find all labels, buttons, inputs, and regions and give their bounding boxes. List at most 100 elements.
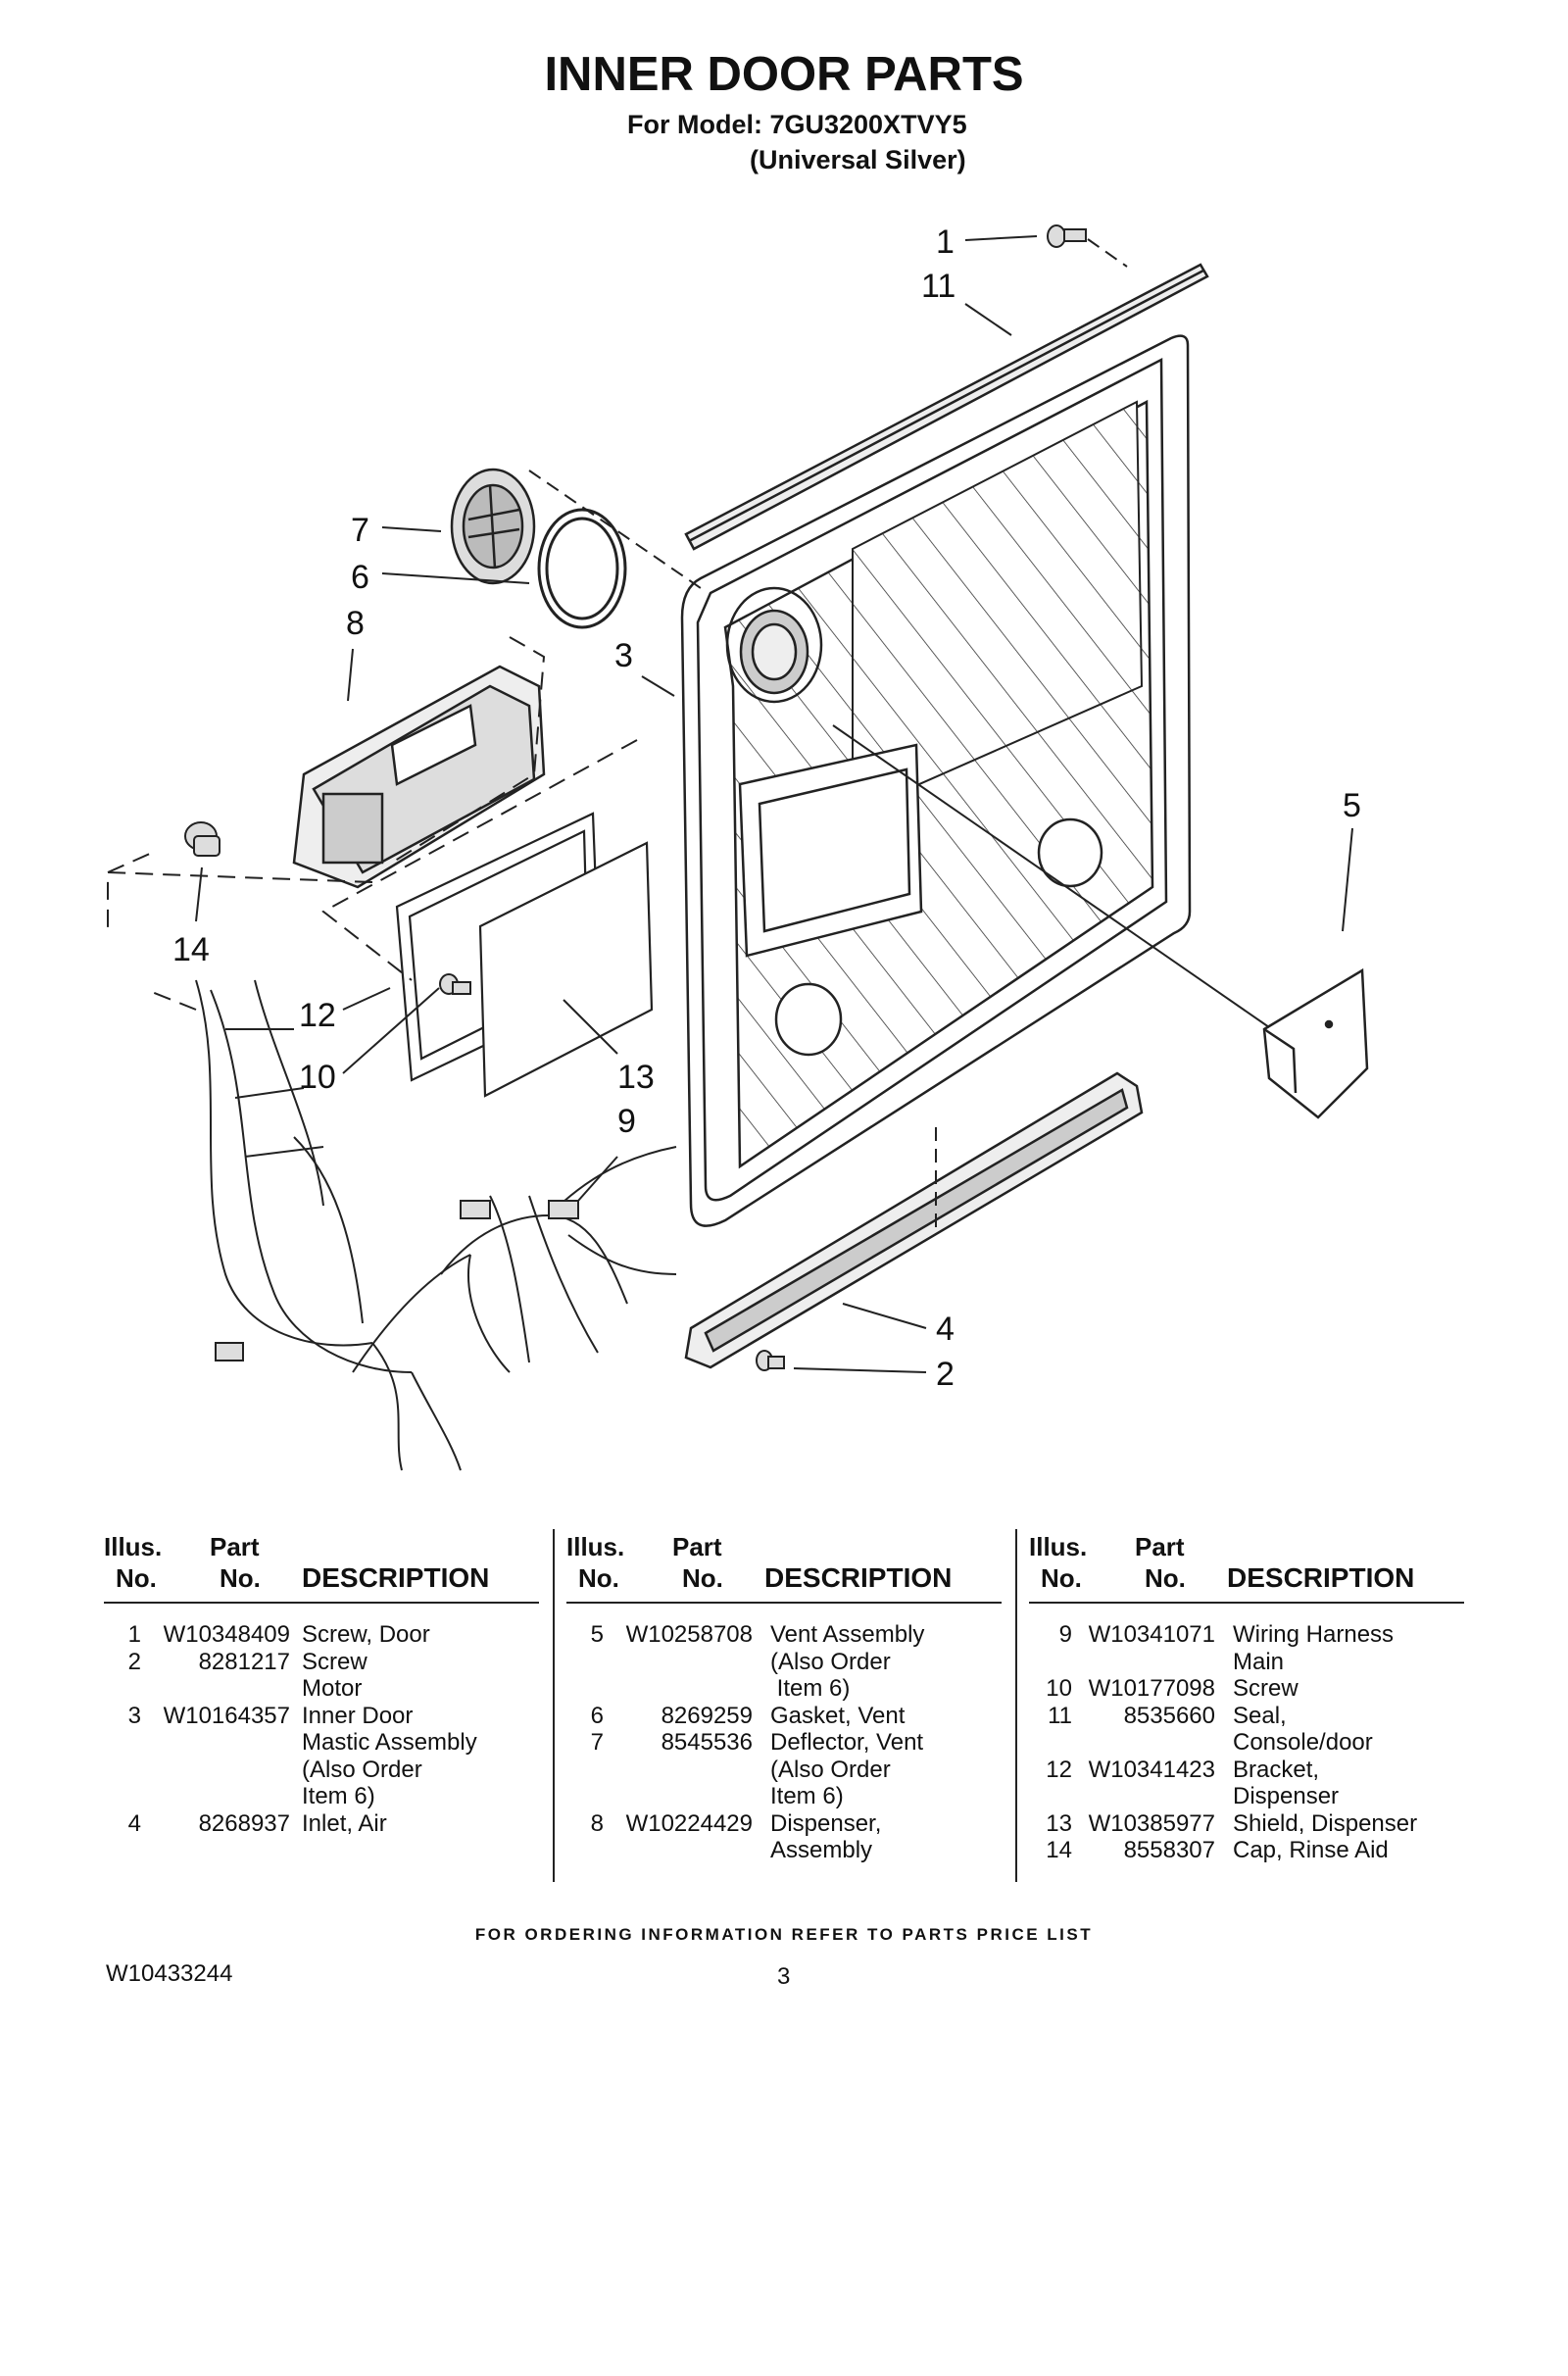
part-number: 8558307 — [1123, 1837, 1215, 1863]
parts-table-col-1: Illus. No. Part No. DESCRIPTION 1 W10348… — [104, 1531, 539, 1884]
description: Screw — [1233, 1675, 1298, 1702]
column-divider — [553, 1529, 555, 1882]
illus-header: Illus. — [1029, 1532, 1088, 1561]
description: Console/door — [1233, 1729, 1373, 1756]
part-no-header: No. — [220, 1563, 261, 1593]
description: Mastic Assembly — [302, 1729, 477, 1756]
page-title: INNER DOOR PARTS — [544, 48, 1024, 101]
rows: 9 W10341071 Wiring Harness Main 10 W1017… — [1029, 1621, 1464, 1866]
illus-number: 7 — [590, 1729, 604, 1756]
description: Shield, Dispenser — [1233, 1809, 1418, 1837]
part-header: Part — [1135, 1532, 1185, 1561]
part-number: W10341071 — [1088, 1621, 1215, 1648]
door-screw — [1047, 224, 1087, 248]
callout-10: 10 — [299, 1059, 336, 1096]
air-inlet — [684, 1071, 1144, 1369]
description: (Also Order — [302, 1756, 422, 1783]
illus-number: 2 — [127, 1648, 141, 1675]
description: Dispenser, — [770, 1809, 882, 1837]
part-number: W10177098 — [1088, 1675, 1215, 1702]
callout-5: 5 — [1343, 787, 1361, 824]
callout-13: 13 — [617, 1059, 655, 1096]
illus-header: Illus. — [104, 1532, 163, 1561]
dispenser-assembly — [292, 665, 546, 889]
description: Gasket, Vent — [770, 1702, 906, 1729]
callout-2: 2 — [936, 1356, 955, 1393]
part-number: W10224429 — [625, 1809, 753, 1837]
part-number: 8281217 — [198, 1648, 290, 1675]
illus-number: 12 — [1046, 1756, 1072, 1783]
variant-line: (Universal Silver) — [750, 145, 966, 174]
model-line: For Model: 7GU3200XTVY5 — [627, 110, 967, 139]
illus-number: 3 — [127, 1702, 141, 1729]
part-number: W10164357 — [163, 1702, 290, 1729]
vent-deflector — [450, 468, 536, 585]
description: Item 6) — [770, 1783, 844, 1809]
description: Vent Assembly — [770, 1621, 925, 1648]
header-rule — [104, 1602, 539, 1604]
parts-table-col-2: Illus. No. Part No. DESCRIPTION 5 W10258… — [566, 1531, 1002, 1884]
illus-header: Illus. — [566, 1532, 625, 1561]
part-number: 8545536 — [661, 1729, 753, 1756]
illus-number: 8 — [590, 1809, 604, 1837]
callout-1: 1 — [936, 223, 955, 261]
bracket-screw — [439, 973, 471, 995]
rows: 1 W10348409 Screw, Door 2 8281217 Screw … — [104, 1621, 539, 1866]
illus-no-header: No. — [578, 1563, 619, 1593]
description: Wiring Harness — [1233, 1621, 1395, 1648]
inner-door-panel — [680, 334, 1192, 1227]
callout-4: 4 — [936, 1311, 955, 1348]
column-divider — [1015, 1529, 1017, 1882]
part-number: 8268937 — [198, 1809, 290, 1837]
parts-table-col-3: Illus. No. Part No. DESCRIPTION 9 W10341… — [1029, 1531, 1464, 1884]
part-number: W10258708 — [625, 1621, 753, 1648]
description: (Also Order — [770, 1648, 891, 1675]
description: Main — [1233, 1648, 1285, 1675]
rinse-aid-cap — [184, 821, 220, 857]
motor-screw — [756, 1350, 785, 1371]
rows: 5 W10258708 Vent Assembly (Also Order It… — [566, 1621, 1002, 1866]
illus-number: 6 — [590, 1702, 604, 1729]
illus-number: 14 — [1046, 1837, 1072, 1863]
illus-number: 11 — [1048, 1702, 1072, 1729]
callout-11: 11 — [921, 268, 956, 305]
description: Dispenser — [1233, 1783, 1340, 1809]
illus-number: 4 — [127, 1809, 141, 1837]
callout-8: 8 — [346, 605, 365, 642]
description: Deflector, Vent — [770, 1729, 924, 1756]
part-header: Part — [210, 1532, 260, 1561]
wiring-harness — [195, 979, 677, 1471]
part-number: 8535660 — [1123, 1702, 1215, 1729]
description: Screw — [302, 1648, 368, 1675]
illus-number: 5 — [590, 1621, 604, 1648]
description-header: DESCRIPTION — [302, 1562, 490, 1593]
description: Assembly — [770, 1837, 873, 1863]
description: Seal, — [1233, 1702, 1287, 1729]
dispenser-shield — [478, 841, 654, 1098]
part-number: 8269259 — [661, 1702, 753, 1729]
description: Item 6) — [302, 1783, 375, 1809]
header-rule — [1029, 1602, 1464, 1604]
description: Inlet, Air — [302, 1809, 387, 1837]
ordering-note: FOR ORDERING INFORMATION REFER TO PARTS … — [474, 1925, 1094, 1944]
vent-gasket — [537, 508, 627, 629]
illus-number: 9 — [1058, 1621, 1072, 1648]
description: (Also Order — [770, 1756, 891, 1783]
console-door-seal — [684, 263, 1209, 551]
vent-assembly — [1262, 967, 1369, 1119]
part-header: Part — [672, 1532, 722, 1561]
callout-7: 7 — [351, 512, 369, 549]
part-no-header: No. — [682, 1563, 723, 1593]
exploded-parts-diagram: 1 11 7 6 8 3 5 14 12 10 13 9 4 2 — [107, 223, 1369, 1471]
illus-number: 1 — [127, 1621, 141, 1648]
callout-12: 12 — [299, 997, 336, 1034]
description: Motor — [302, 1675, 363, 1702]
document-number: W10433244 — [106, 1960, 233, 1987]
callout-3: 3 — [614, 637, 633, 674]
callout-14: 14 — [172, 931, 210, 968]
description: Inner Door — [302, 1702, 414, 1729]
illus-no-header: No. — [1041, 1563, 1082, 1593]
description: Screw, Door — [302, 1621, 430, 1648]
illus-no-header: No. — [116, 1563, 157, 1593]
callout-6: 6 — [351, 559, 369, 596]
